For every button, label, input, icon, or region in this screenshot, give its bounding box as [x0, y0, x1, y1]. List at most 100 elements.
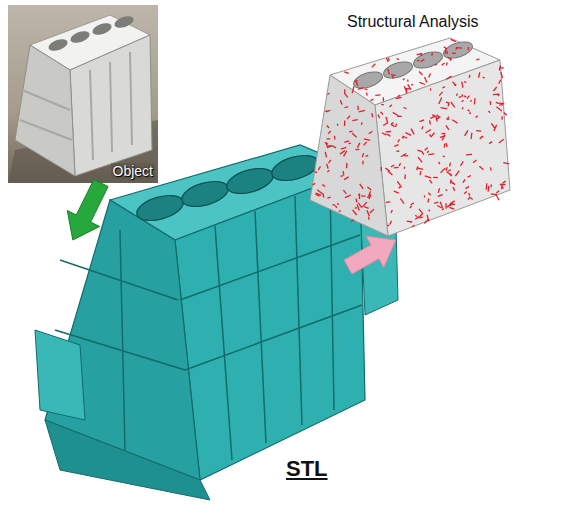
stress-mark: [334, 136, 336, 140]
stress-mark: [325, 143, 328, 145]
stress-mark: [313, 183, 316, 185]
stress-mark: [480, 136, 482, 139]
stress-mark: [325, 152, 326, 158]
stress-mark: [445, 203, 446, 209]
stress-mark: [499, 139, 504, 143]
stress-mark: [419, 171, 421, 175]
stress-mark: [450, 180, 452, 184]
stress-mark: [327, 93, 329, 94]
object-label: Object: [111, 163, 155, 179]
stress-mark: [462, 95, 463, 97]
stress-mark: [455, 171, 459, 176]
stress-mark: [349, 142, 351, 144]
stress-mark: [326, 110, 330, 111]
stress-mark: [367, 210, 369, 216]
photo-ribs: [20, 52, 132, 160]
stress-mark: [479, 166, 483, 169]
stress-mark: [360, 184, 364, 189]
stress-mark: [391, 165, 395, 167]
stress-mark: [335, 206, 337, 208]
stress-mark: [343, 190, 346, 194]
stress-mark: [424, 219, 428, 223]
stress-mark: [417, 168, 423, 170]
stress-mark: [469, 75, 471, 78]
stress-mark: [469, 112, 471, 113]
stress-mark: [327, 164, 328, 169]
stress-mark: [344, 177, 348, 180]
stress-mark: [390, 221, 392, 225]
stress-mark: [349, 130, 352, 132]
stress-mark: [315, 172, 318, 173]
stress-mark: [398, 139, 400, 142]
stress-mark: [339, 210, 341, 212]
stress-mark: [341, 147, 347, 149]
stress-mark: [396, 150, 399, 151]
stress-mark: [491, 123, 495, 128]
stress-mark: [419, 120, 424, 122]
stress-mark: [404, 107, 407, 108]
stress-mark: [386, 117, 388, 123]
stress-mark: [394, 191, 399, 193]
stress-mark: [452, 120, 457, 123]
stress-mark: [388, 69, 390, 74]
stress-mark: [446, 51, 448, 54]
stress-mark: [404, 86, 407, 92]
stress-mark: [419, 209, 423, 214]
stress-mark: [397, 181, 400, 185]
stress-mark: [327, 126, 329, 128]
stress-mark: [387, 134, 391, 136]
stress-mark: [381, 104, 384, 106]
stress-mark: [381, 112, 384, 115]
stress-mark: [498, 102, 504, 104]
stress-mark: [397, 58, 399, 59]
stress-mark: [393, 74, 396, 75]
stress-mark: [453, 187, 455, 191]
stress-mark: [411, 84, 413, 86]
stress-mark: [490, 184, 491, 187]
stress-mark: [426, 129, 431, 133]
stress-mark: [415, 217, 419, 219]
stress-mark: [411, 129, 414, 135]
stress-mark: [355, 149, 359, 151]
stress-mark: [394, 167, 399, 169]
stress-mark: [322, 185, 325, 187]
stress-mark: [382, 133, 386, 135]
stress-mark: [366, 93, 368, 96]
stress-mark: [486, 183, 488, 189]
stress-mark: [386, 131, 391, 133]
stress-mark: [429, 180, 432, 183]
stress-mark: [429, 73, 431, 77]
stress-mark: [439, 98, 442, 104]
stress-mark: [337, 204, 339, 205]
stress-mark: [483, 77, 485, 78]
stress-mark: [452, 82, 455, 86]
stl-boss: [35, 330, 85, 420]
stress-mark: [448, 102, 449, 106]
stress-mark: [345, 195, 351, 197]
stress-mark: [397, 116, 402, 117]
stress-mark: [358, 194, 360, 196]
stress-mark: [404, 175, 406, 180]
stress-mark: [443, 156, 445, 157]
stress-mark: [361, 123, 363, 125]
stress-mark: [386, 58, 388, 62]
stress-mark: [442, 63, 445, 65]
stress-mark: [449, 207, 454, 209]
stress-mark: [429, 120, 431, 124]
stress-mark: [337, 124, 339, 126]
analysis-end: [310, 75, 388, 236]
stress-mark: [446, 76, 451, 79]
stress-mark: [499, 104, 503, 106]
stress-mark: [447, 118, 450, 119]
stress-mark: [357, 205, 359, 211]
stress-mark: [347, 116, 350, 119]
stress-mark: [371, 99, 374, 100]
stress-mark: [410, 206, 412, 208]
stress-mark: [395, 124, 397, 127]
stress-mark: [476, 59, 479, 61]
stress-mark: [402, 137, 404, 139]
stress-mark: [424, 195, 426, 197]
stress-mark: [499, 66, 500, 71]
stress-mark: [400, 198, 404, 203]
stress-mark: [443, 87, 445, 88]
